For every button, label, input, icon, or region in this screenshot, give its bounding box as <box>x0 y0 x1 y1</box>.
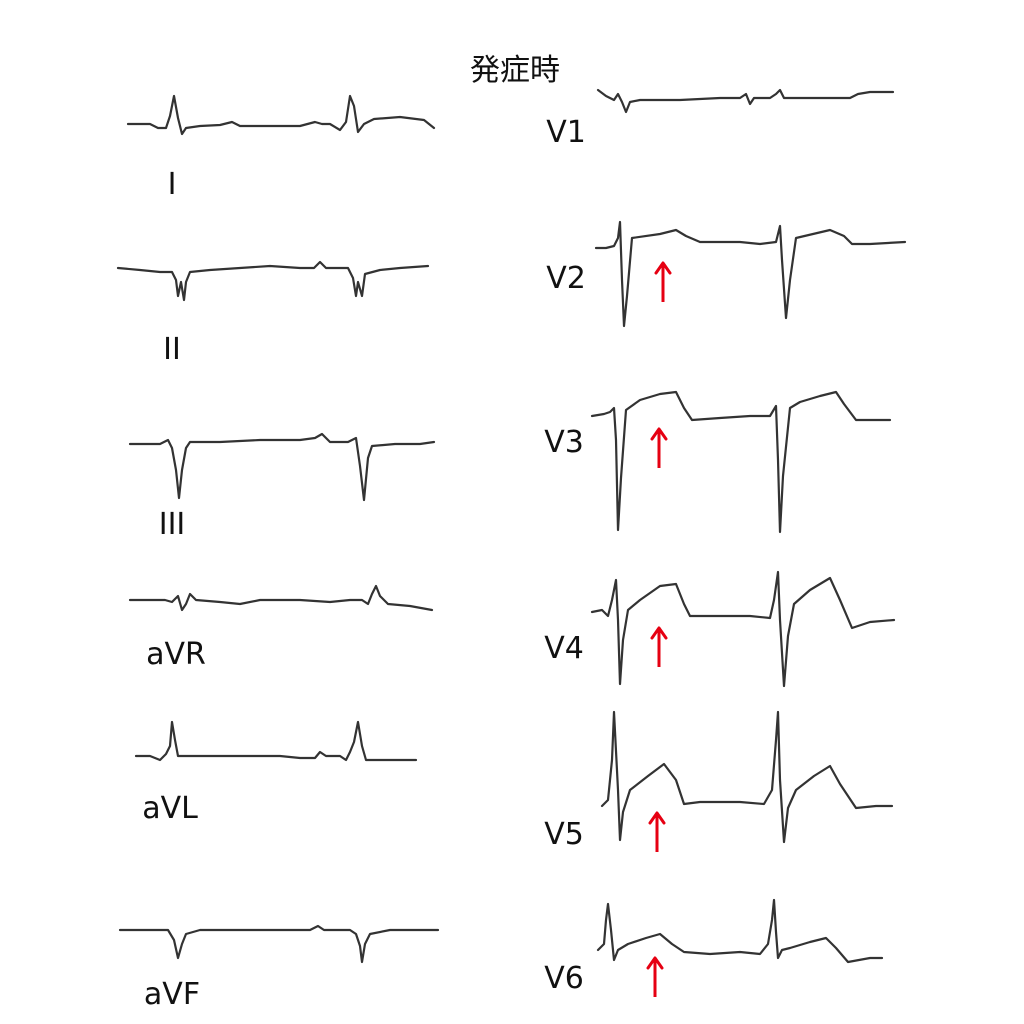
up-arrow-icon <box>646 956 664 997</box>
lead-label-V1: V1 <box>546 115 586 150</box>
up-arrow-icon <box>650 427 668 468</box>
lead-V4: V4 <box>544 570 896 688</box>
ecg-trace-aVR <box>128 584 434 612</box>
up-arrow-icon <box>654 261 672 302</box>
lead-V1: V1 <box>546 88 895 150</box>
ecg-trace-V5 <box>600 710 894 844</box>
lead-V6: V6 <box>544 898 884 997</box>
up-arrow-icon <box>648 811 666 852</box>
lead-aVF: aVF <box>118 924 440 1012</box>
up-arrow-icon <box>650 626 668 667</box>
lead-label-aVL: aVL <box>142 791 198 826</box>
lead-V5: V5 <box>544 710 894 852</box>
ecg-trace-V2 <box>594 220 907 328</box>
ecg-trace-V4 <box>590 570 896 688</box>
lead-aVL: aVL <box>134 720 418 826</box>
ecg-trace-aVF <box>118 924 440 964</box>
lead-label-V4: V4 <box>544 631 584 666</box>
lead-label-V5: V5 <box>544 817 584 852</box>
ecg-trace-II <box>116 260 430 302</box>
lead-label-aVR: aVR <box>146 637 206 672</box>
ecg-trace-V3 <box>590 390 892 534</box>
ecg-trace-I <box>126 94 436 136</box>
lead-label-V3: V3 <box>544 425 584 460</box>
lead-V2: V2 <box>546 220 907 328</box>
lead-V3: V3 <box>544 390 892 534</box>
ecg-trace-aVL <box>134 720 418 762</box>
lead-label-II: II <box>163 332 181 367</box>
ecg-trace-V1 <box>596 88 895 114</box>
lead-II: II <box>116 260 430 367</box>
lead-label-I: I <box>168 167 177 202</box>
ecg-trace-III <box>128 432 436 502</box>
lead-III: III <box>128 432 436 542</box>
lead-label-V6: V6 <box>544 961 584 996</box>
lead-label-aVF: aVF <box>144 977 200 1012</box>
lead-label-V2: V2 <box>546 261 586 296</box>
ecg-trace-V6 <box>596 898 884 964</box>
figure-title: 発症時 <box>470 53 560 88</box>
lead-aVR: aVR <box>128 584 434 672</box>
lead-I: I <box>126 94 436 202</box>
lead-label-III: III <box>159 507 186 542</box>
